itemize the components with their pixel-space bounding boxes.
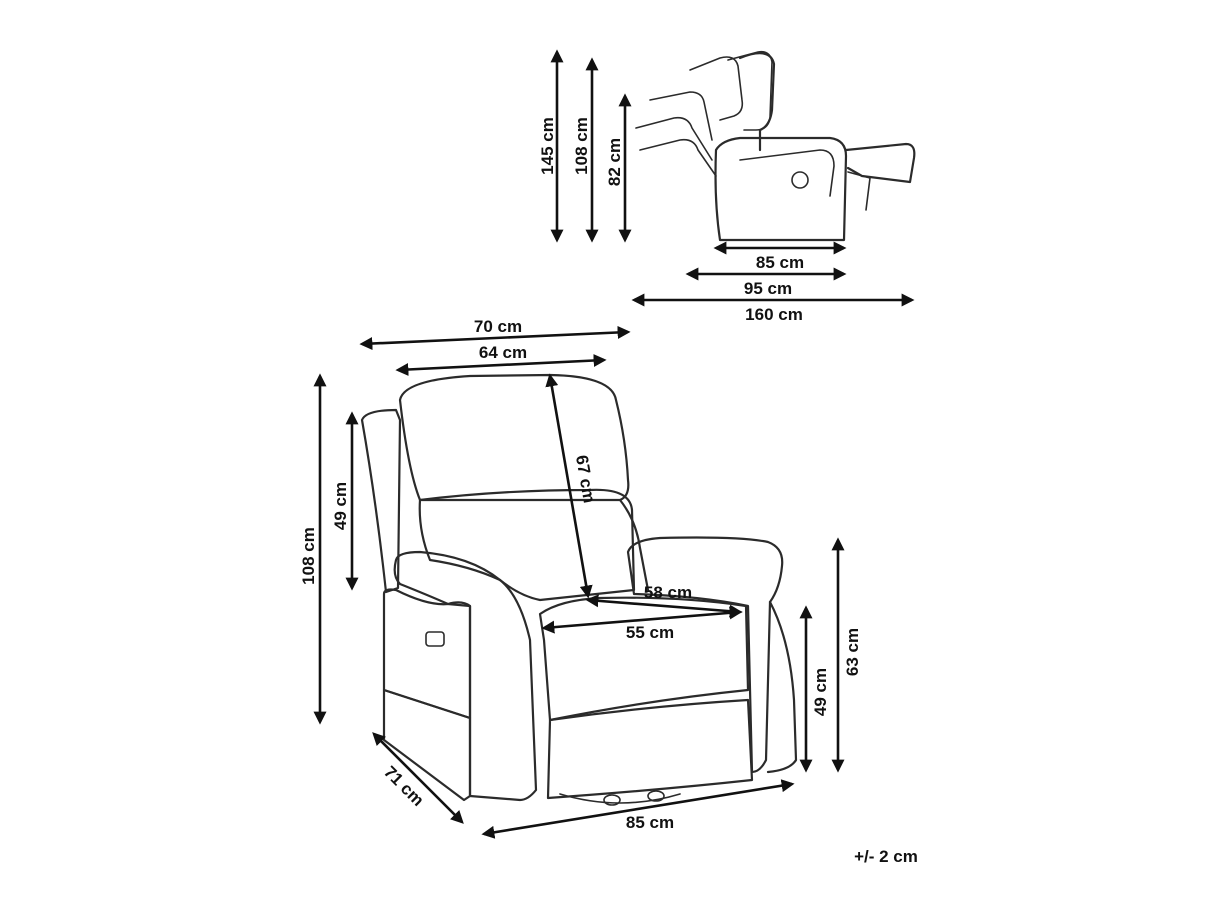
- label-67cm: 67 cm: [572, 454, 599, 505]
- dim-arrow-85-front: [481, 779, 795, 839]
- label-108cm-side: 108 cm: [572, 117, 591, 175]
- label-63cm: 63 cm: [843, 628, 862, 676]
- label-95cm: 95 cm: [744, 279, 792, 298]
- label-85cm-side: 85 cm: [756, 253, 804, 272]
- dim-arrow-64: [395, 354, 607, 376]
- label-64cm: 64 cm: [479, 343, 527, 362]
- label-145cm: 145 cm: [538, 117, 557, 175]
- tolerance-note: +/- 2 cm: [854, 847, 918, 866]
- label-55cm: 55 cm: [626, 623, 674, 642]
- label-82cm: 82 cm: [605, 138, 624, 186]
- label-85cm-front: 85 cm: [626, 813, 674, 832]
- label-49cm-seat: 49 cm: [811, 668, 830, 716]
- label-160cm: 160 cm: [745, 305, 803, 324]
- label-108cm-front: 108 cm: [299, 527, 318, 585]
- side-view-drawing: [635, 50, 916, 242]
- label-58cm: 58 cm: [644, 583, 692, 602]
- front-view-drawing: [360, 373, 798, 806]
- dim-arrow-55: [541, 606, 743, 634]
- label-70cm: 70 cm: [474, 317, 522, 336]
- label-71cm: 71 cm: [380, 762, 428, 810]
- dim-arrow-67: [545, 373, 593, 599]
- label-49cm-back: 49 cm: [331, 482, 350, 530]
- dim-arrow-70: [359, 325, 631, 351]
- dim-arrow-71: [372, 732, 464, 824]
